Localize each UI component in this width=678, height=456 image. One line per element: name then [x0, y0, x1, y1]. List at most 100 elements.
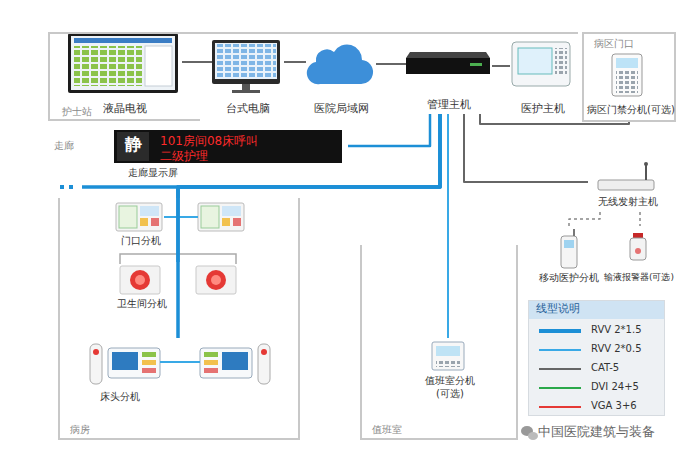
desktop-pc-part [242, 84, 250, 90]
bed-units-part-part [200, 344, 270, 384]
connector [492, 65, 510, 67]
care-host [512, 42, 570, 86]
wechat-icon [521, 426, 538, 440]
wireless-host [598, 162, 654, 190]
device-node: 值班室分机 (可选) [402, 338, 498, 404]
infusion-alarm [630, 233, 646, 260]
device-node: 静101房间08床呼叫二级护理走廊显示屏 [112, 128, 348, 182]
device-node: 液晶电视 [68, 32, 182, 116]
device-node: 医院局域网 [306, 32, 376, 116]
device-node: 医护主机 [510, 32, 576, 116]
duty-unit-part [436, 359, 460, 367]
legend-text: CAT-5 [591, 362, 619, 374]
node-label: 输液报警器(可选) [604, 272, 674, 283]
wiring [48, 120, 236, 362]
node-label: 床头分机 [100, 391, 140, 403]
node-label: 无线发射主机 [598, 196, 658, 208]
wireless-host-part [598, 180, 654, 190]
desktop-pc-part [215, 43, 277, 79]
access-unit-part [616, 58, 638, 68]
connector [447, 114, 449, 338]
node-label: 管理主机 [427, 98, 471, 111]
node-label: 值班室分机 (可选) [418, 374, 482, 400]
access-unit [612, 54, 642, 96]
legend-swatch [539, 368, 581, 371]
region: 值班室 值班室分机 (可选) [360, 245, 518, 440]
node-label: 液晶电视 [103, 102, 147, 115]
duty-unit-part [436, 346, 460, 356]
lcd-tv-part [74, 46, 142, 86]
note-label: 线型说明 [536, 302, 580, 315]
node-label: 病区门口 [594, 38, 634, 50]
connector [480, 114, 629, 124]
wechat-icon-part [528, 432, 538, 440]
legend-text: VGA 3+6 [591, 400, 637, 412]
mobile-unit-part [561, 236, 577, 268]
management-host [406, 52, 490, 74]
region: 病区门口病区门禁分机(可选) [582, 32, 676, 122]
watermark: 中国医院建筑与装备 [538, 424, 655, 440]
node-label: 卫生间分机 [117, 298, 167, 310]
device-node: 床头分机 [86, 338, 282, 406]
connector [348, 114, 430, 146]
region: 病房门口分机卫生间分机床头分机 [58, 198, 300, 440]
lcd-tv-part [145, 46, 172, 86]
care-host-part [555, 48, 567, 74]
infusion-alarm-part [630, 238, 646, 260]
duty-unit [432, 342, 464, 370]
access-unit-part [612, 54, 642, 96]
corridor-screen [114, 130, 342, 163]
management-host-part [470, 63, 482, 66]
device-node: 卫生间分机 [110, 262, 245, 312]
mobile-unit [561, 229, 577, 268]
wiring-part [160, 361, 200, 363]
node-label: 静 [125, 134, 142, 154]
device-node: 输液报警器(可选) [602, 226, 676, 288]
wiring-part [164, 216, 198, 218]
device-node: 管理主机 [406, 52, 492, 114]
connector [284, 61, 306, 63]
lcd-tv-part [74, 38, 172, 43]
connector [639, 212, 641, 226]
desktop-pc-part [216, 44, 276, 78]
region: 护士站液晶电视 台式电脑医院局域网 管理主机 医护主机 [48, 32, 578, 120]
node-label: 走廊显示屏 [128, 167, 178, 179]
legend-swatch [539, 387, 581, 390]
node-label: 门口分机 [121, 235, 161, 247]
legend-text: RVV 2*0.5 [591, 343, 642, 355]
node-label: 医护主机 [521, 102, 565, 115]
wiring-part [69, 185, 73, 189]
care-host-part [512, 42, 570, 86]
wiring-part [60, 185, 64, 189]
bath-units-part [196, 266, 236, 294]
duty-unit-part [432, 342, 464, 370]
corridor-screen-part [114, 130, 342, 163]
node-label: 护士站 [62, 106, 92, 118]
device-node: 无线发射主机 [588, 160, 668, 212]
lcd-tv [68, 33, 178, 93]
note-label: 走廊 [54, 140, 74, 152]
legend-text: RVV 2*1.5 [591, 324, 642, 336]
management-host-part [406, 58, 490, 74]
node-label: 值班室 [372, 424, 402, 436]
connector [376, 63, 406, 65]
infusion-alarm-part [635, 248, 641, 254]
infusion-alarm-part [633, 233, 643, 238]
desktop-pc [212, 40, 280, 93]
node-label: 医院局域网 [314, 102, 369, 115]
connector [464, 114, 588, 182]
wiring-part [48, 119, 200, 121]
desktop-pc-part [212, 40, 280, 84]
wireless-host-part [645, 165, 647, 180]
legend-swatch [539, 329, 581, 333]
device-node: 病区门禁分机(可选) [585, 52, 677, 120]
legend-text: DVI 24+5 [591, 381, 639, 393]
legend-swatch [539, 406, 581, 409]
bed-units-part [200, 344, 270, 384]
node-label: 二级护理 [160, 149, 208, 163]
bed-units-part [90, 344, 160, 384]
door-units-part [198, 203, 244, 231]
connector [569, 212, 600, 226]
mobile-unit-part [564, 240, 574, 248]
device-node: 台式电脑 [212, 32, 284, 116]
